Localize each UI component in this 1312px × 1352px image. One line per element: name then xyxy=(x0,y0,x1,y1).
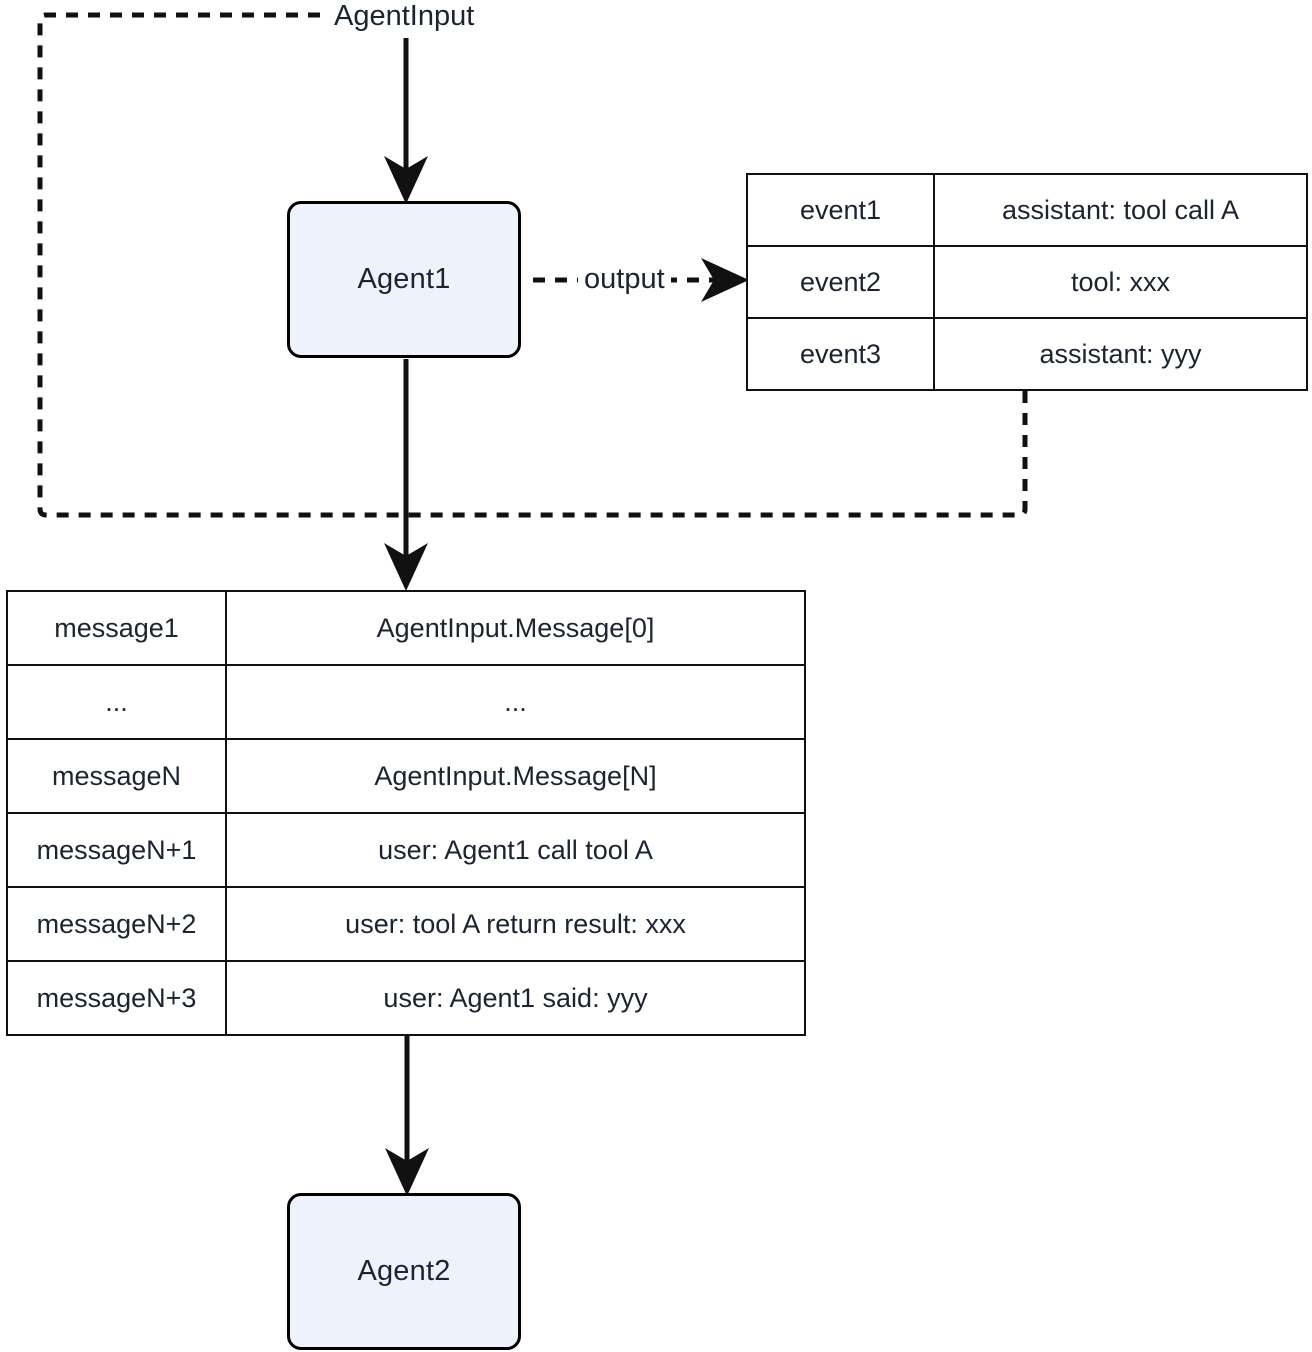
event-key-cell: event2 xyxy=(746,245,935,319)
node-agent1-label: Agent1 xyxy=(357,263,451,295)
message-value-cell: user: Agent1 said: yyy xyxy=(225,960,806,1036)
table-row: messageN+2 user: tool A return result: x… xyxy=(6,886,806,962)
node-agent2[interactable]: Agent2 xyxy=(287,1193,521,1350)
event-table: event1 assistant: tool call A event2 too… xyxy=(746,173,1308,391)
message-key-cell: messageN+1 xyxy=(6,812,227,888)
message-key-cell: ... xyxy=(6,664,227,740)
table-row: event3 assistant: yyy xyxy=(746,317,1308,391)
message-key-cell: message1 xyxy=(6,590,227,666)
table-row: messageN+1 user: Agent1 call tool A xyxy=(6,812,806,888)
message-key-cell: messageN+3 xyxy=(6,960,227,1036)
table-row: event1 assistant: tool call A xyxy=(746,173,1308,247)
event-value-cell: tool: xxx xyxy=(933,245,1308,319)
table-row: messageN+3 user: Agent1 said: yyy xyxy=(6,960,806,1036)
table-row: event2 tool: xxx xyxy=(746,245,1308,319)
message-value-cell: AgentInput.Message[N] xyxy=(225,738,806,814)
edge-label-output: output xyxy=(578,263,671,296)
message-table-body: message1 AgentInput.Message[0] ... ... m… xyxy=(6,590,806,1036)
agent-input-feedback-path xyxy=(37,12,1028,518)
message-key-cell: messageN xyxy=(6,738,227,814)
event-table-body: event1 assistant: tool call A event2 too… xyxy=(746,173,1308,391)
message-value-cell: user: tool A return result: xxx xyxy=(225,886,806,962)
node-agent2-label: Agent2 xyxy=(357,1255,451,1287)
event-key-cell: event3 xyxy=(746,317,935,391)
table-row: message1 AgentInput.Message[0] xyxy=(6,590,806,666)
message-table: message1 AgentInput.Message[0] ... ... m… xyxy=(6,590,806,1036)
message-key-cell: messageN+2 xyxy=(6,886,227,962)
event-value-cell: assistant: tool call A xyxy=(933,173,1308,247)
event-value-cell: assistant: yyy xyxy=(933,317,1308,391)
table-row: messageN AgentInput.Message[N] xyxy=(6,738,806,814)
message-value-cell: user: Agent1 call tool A xyxy=(225,812,806,888)
message-value-cell: ... xyxy=(225,664,806,740)
message-value-cell: AgentInput.Message[0] xyxy=(225,590,806,666)
node-agent1[interactable]: Agent1 xyxy=(287,201,521,358)
table-row: ... ... xyxy=(6,664,806,740)
event-key-cell: event1 xyxy=(746,173,935,247)
edge-label-agent-input: AgentInput xyxy=(330,0,479,33)
